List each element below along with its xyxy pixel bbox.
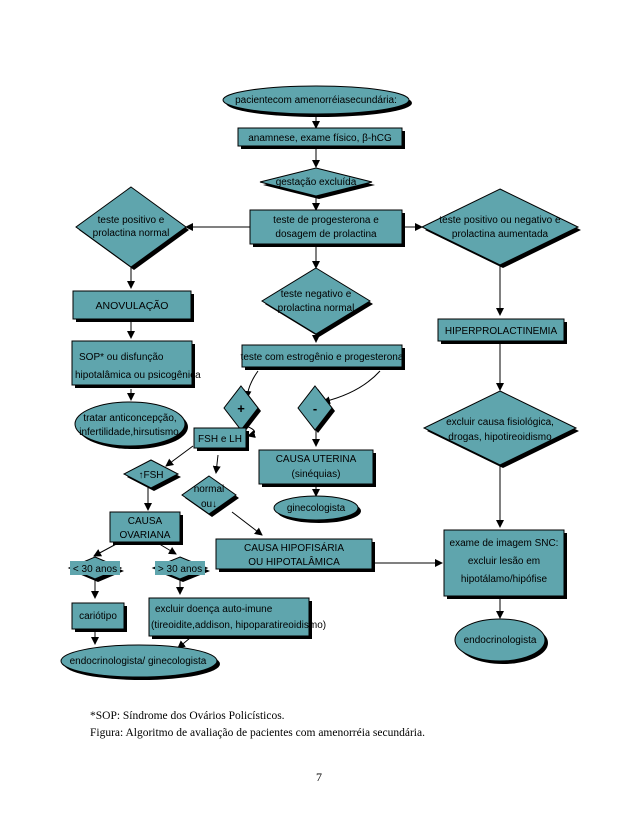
node-positivo-label-1: teste positivo e — [98, 215, 165, 226]
node-cariotipo: cariótipo — [71, 602, 127, 632]
node-endocrino: endocrinologista — [454, 618, 548, 664]
node-excluir-label-1: excluir causa fisiológica, — [446, 417, 554, 428]
node-tratar-label-2: infertilidade,hirsutismo — [79, 427, 179, 438]
node-fsh-up: ↑FSH — [122, 459, 181, 491]
node-estrogenio: teste com estrogênio e progesterona — [241, 344, 405, 370]
node-autoimune: excluir doença auto-imune (tireoidite,ad… — [148, 597, 326, 639]
node-plus: + — [223, 385, 261, 433]
node-sop-label-1: SOP* ou disfunção — [79, 352, 164, 363]
node-endocrino-label: endocrinologista — [464, 635, 537, 646]
node-hiperprolactinemia: HIPERPROLACTINEMIA — [437, 318, 567, 344]
node-fshup-label: ↑FSH — [139, 470, 164, 481]
node-start-label: pacientecom amenorréiasecundária: — [235, 95, 397, 106]
node-hiper-label: HIPERPROLACTINEMIA — [445, 326, 558, 337]
node-positivo: teste positivo e prolactina normal — [75, 186, 189, 270]
node-anamnese-label: anamnese, exame físico, β-hCG — [248, 133, 392, 144]
arrow-autoimune-endo — [177, 637, 191, 649]
node-negativo: teste negativo e prolactina normal — [261, 267, 373, 337]
node-minus: - — [297, 385, 335, 433]
node-tratar: tratar anticoncepção, infertilidade,hirs… — [74, 401, 188, 449]
arrow-estrogenio-plus — [243, 370, 259, 399]
node-plus-label: + — [237, 401, 245, 416]
node-anamnese: anamnese, exame físico, β-hCG — [237, 127, 405, 149]
node-uterina: CAUSA UTERINA (sinéquias) — [258, 449, 376, 487]
node-hipofisaria-label-2: OU HIPOTALÂMICA — [248, 555, 340, 568]
page-number: 7 — [316, 770, 322, 784]
node-cariotipo-label: cariótipo — [79, 611, 117, 622]
arrow-fshlh-fshup — [165, 445, 194, 467]
node-endo-gineco-label: endocrinologista/ ginecologista — [70, 656, 207, 667]
node-gineco-label: ginecologista — [287, 503, 346, 514]
node-mais30: > 30 anos — [151, 556, 210, 582]
node-autoimune-label-2: (tireoidite,addison, hipoparatireoidismo… — [151, 620, 326, 631]
node-uterina-label-1: CAUSA UTERINA — [276, 454, 357, 465]
node-anovulacao-label: ANOVULAÇÃO — [96, 299, 169, 312]
node-hipofisaria-label-1: CAUSA HIPOFISÁRIA — [244, 541, 344, 554]
node-positivo-label-2: prolactina normal — [93, 228, 170, 239]
figure-caption: Figura: Algoritmo de avaliação de pacien… — [90, 727, 425, 739]
node-sop-label-2: hipotalâmica ou psicogênica — [75, 370, 201, 381]
arrow-normal-hipofisaria — [231, 511, 263, 536]
connectors — [91, 108, 504, 649]
node-excluir-label-2: drogas, hipotireoidismo — [448, 432, 552, 443]
node-mais30-label: > 30 anos — [158, 564, 202, 575]
node-anovulacao: ANOVULAÇÃO — [72, 290, 194, 322]
node-gestacao: gestação excluída — [259, 167, 375, 199]
node-estrogenio-label: teste com estrogênio e progesterona — [241, 352, 404, 363]
node-start: pacientecom amenorréiasecundária: — [222, 85, 412, 117]
node-gestacao-label: gestação excluída — [276, 177, 357, 188]
node-normal-label-1: normal — [194, 484, 225, 495]
node-hipofisaria: CAUSA HIPOFISÁRIA OU HIPOTALÂMICA — [215, 538, 375, 572]
node-autoimune-label-1: excluir doença auto-imune — [155, 604, 273, 615]
node-imagem-label-3: hipotálamo/hipófise — [461, 574, 548, 585]
node-imagem-label-2: excluir lesão em — [468, 556, 540, 567]
node-normal: normal ou↓ — [181, 475, 239, 517]
arrow-fshlh-normal — [212, 454, 221, 474]
node-imagem: exame de imagem SNC: excluir lesão em hi… — [443, 529, 567, 599]
node-progesterona-label-2: dosagem de prolactina — [275, 229, 377, 240]
node-negativo-label-1: teste negativo e — [281, 289, 352, 300]
node-sop: SOP* ou disfunção hipotalâmica ou psicog… — [71, 340, 201, 388]
node-progesterona-label-1: teste de progesterona e — [273, 215, 379, 226]
arrow-estrogenio-minus — [322, 370, 381, 405]
node-fsh-lh: FSH e LH — [193, 427, 249, 451]
node-endo-gineco: endocrinologista/ ginecologista — [60, 644, 220, 680]
node-imagem-label-1: exame de imagem SNC: — [450, 538, 559, 549]
node-normal-label-2: ou↓ — [201, 499, 217, 510]
node-menos30-label: < 30 anos — [73, 564, 117, 575]
node-excluir: excluir causa fisiológica, drogas, hipot… — [422, 390, 579, 468]
node-tratar-label-1: tratar anticoncepção, — [83, 413, 176, 424]
node-fshlh-label: FSH e LH — [198, 434, 242, 445]
node-minus-label: - — [313, 401, 317, 416]
node-gineco: ginecologista — [273, 495, 361, 523]
node-prolactina-aumentada: teste positivo ou negativo e prolactina … — [420, 188, 581, 268]
node-progesterona: teste de progesterona e dosagem de prola… — [249, 209, 405, 247]
node-ovariana: CAUSA OVARIANA — [109, 511, 183, 545]
flowchart-diagram: pacientecom amenorréiasecundária: anamne… — [60, 85, 581, 680]
node-ovariana-label-2: OVARIANA — [120, 530, 171, 541]
node-aumentada-label-2: prolactina aumentada — [452, 229, 549, 240]
node-ovariana-label-1: CAUSA — [128, 516, 163, 527]
node-negativo-label-2: prolactina normal — [278, 303, 355, 314]
node-uterina-label-2: (sinéquias) — [292, 469, 341, 480]
node-aumentada-label-1: teste positivo ou negativo e — [439, 215, 561, 226]
node-menos30: < 30 anos — [67, 556, 124, 582]
footnote-sop: *SOP: Síndrome dos Ovários Policísticos. — [90, 710, 285, 722]
